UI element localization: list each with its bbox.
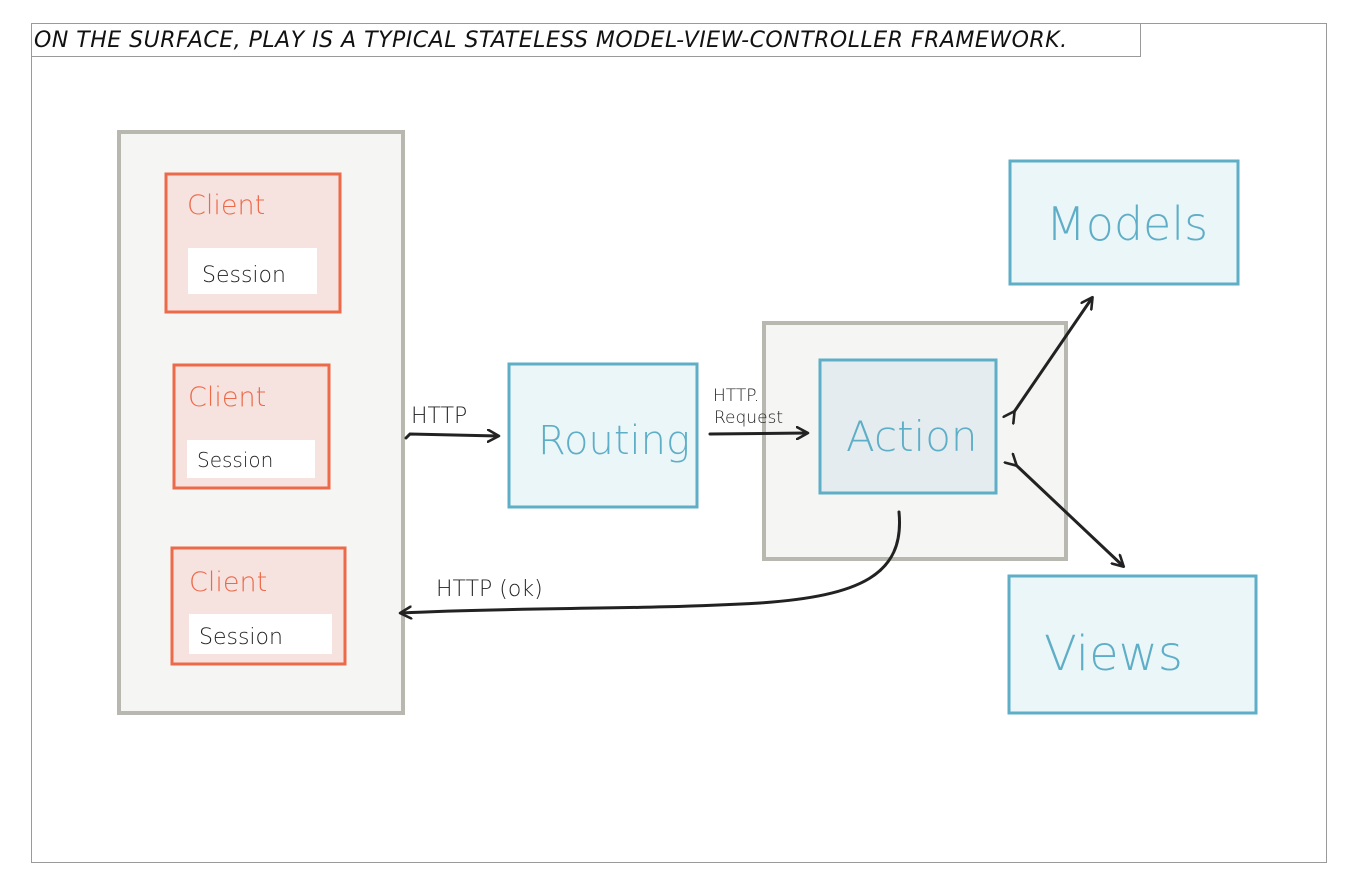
session-label-2: Session	[197, 448, 273, 472]
routing-label: Routing	[538, 418, 690, 464]
client-label-3: Client	[189, 567, 267, 598]
action-views-arrow	[1016, 465, 1123, 566]
diagram-caption: On the surface, Play is a typical statel…	[31, 23, 1141, 57]
views-box: Views	[1007, 574, 1258, 715]
action-label: Action	[846, 412, 978, 461]
client-label-1: Client	[187, 190, 265, 221]
http-request-label-line1: HTTP.	[713, 386, 759, 406]
http-label: HTTP	[411, 404, 467, 429]
http-ok-label: HTTP (ok)	[436, 577, 543, 602]
models-label: Models	[1046, 197, 1208, 251]
http-request-arrow	[708, 433, 807, 434]
session-box-3	[189, 614, 332, 654]
http-ok-arrow	[401, 510, 902, 613]
session-box-2	[187, 440, 315, 478]
action-box: Action	[818, 358, 998, 495]
routing-box: Routing	[507, 362, 699, 509]
action-models-arrow	[1014, 298, 1092, 412]
client-box-3: Client Session	[170, 546, 347, 666]
client-box-2: Client Session	[172, 363, 331, 490]
http-arrow	[404, 434, 498, 438]
session-box-1	[188, 248, 317, 294]
http-request-label-line2: Request	[714, 408, 783, 428]
client-label-2: Client	[188, 382, 266, 413]
models-box: Models	[1008, 159, 1240, 286]
session-label-3: Session	[199, 625, 283, 650]
session-label-1: Session	[202, 263, 286, 288]
views-label: Views	[1044, 626, 1183, 682]
client-box-1: Client Session	[164, 172, 342, 314]
